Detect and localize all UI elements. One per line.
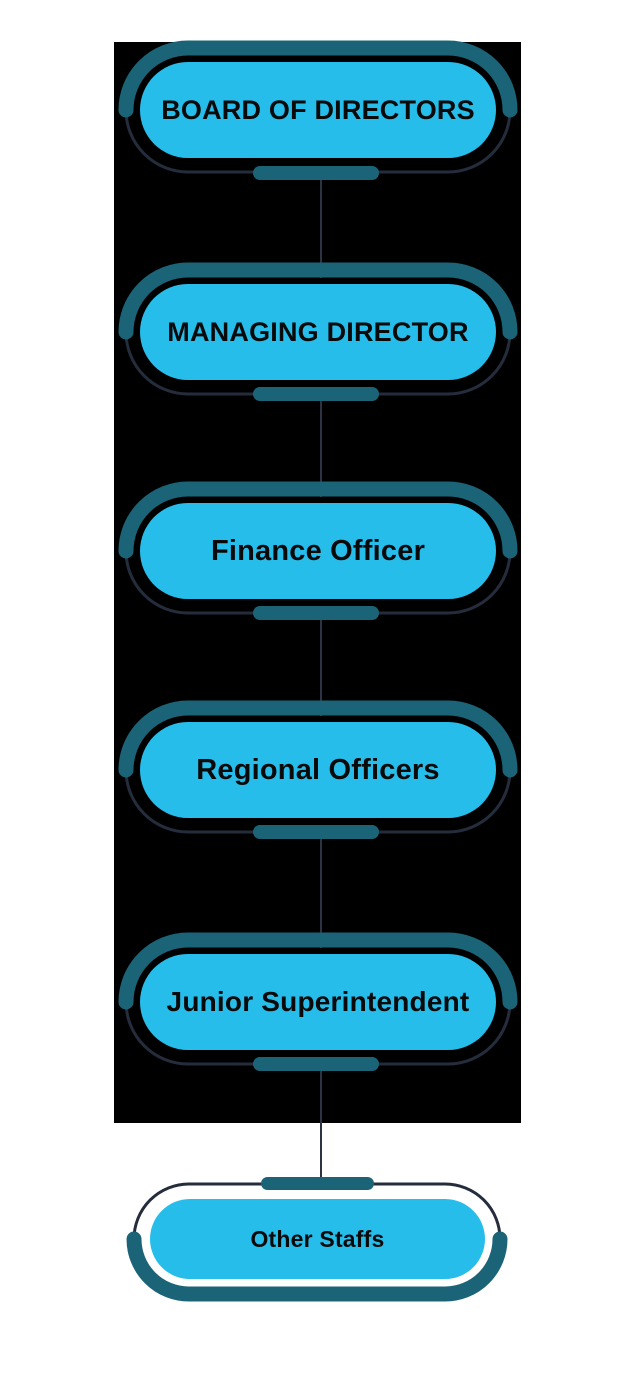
org-node-pill-regional-officers[interactable]: Regional Officers: [140, 722, 496, 818]
org-node-label: Regional Officers: [196, 753, 440, 786]
ring-accent-arc: [118, 262, 518, 340]
org-node-label: Other Staffs: [250, 1225, 385, 1252]
org-node-label: Finance Officer: [210, 534, 426, 567]
connector-line: [320, 393, 322, 497]
connector-line: [320, 172, 322, 278]
org-node-pill-finance-officer[interactable]: Finance Officer: [140, 503, 496, 599]
org-node-pill-other-staffs[interactable]: Other Staffs: [150, 1199, 485, 1279]
connector-tab-managing-director: [253, 387, 379, 401]
ring-accent-arc: [118, 481, 518, 559]
ring-accent-arc: [118, 932, 518, 1010]
org-node-pill-board-of-directors[interactable]: BOARD OF DIRECTORS: [140, 62, 496, 158]
org-node-label: Junior Superintendent: [166, 986, 470, 1017]
connector-tab-regional-officers: [253, 825, 379, 839]
connector-line: [320, 1063, 322, 1183]
ring-accent-arc: [118, 40, 518, 118]
connector-tab-other-staffs: [261, 1177, 374, 1190]
connector-tab-junior-superintendent: [253, 1057, 379, 1071]
connector-tab-board-of-directors: [253, 166, 379, 180]
connector-line: [320, 612, 322, 716]
org-node-pill-managing-director[interactable]: MANAGING DIRECTOR: [140, 284, 496, 380]
connector-tab-finance-officer: [253, 606, 379, 620]
ring-accent-arc: [126, 1231, 508, 1302]
org-node-label: BOARD OF DIRECTORS: [161, 94, 475, 125]
ring-accent-arc: [118, 700, 518, 778]
connector-line: [320, 831, 322, 948]
org-node-label: MANAGING DIRECTOR: [167, 316, 469, 347]
org-node-pill-junior-superintendent[interactable]: Junior Superintendent: [140, 954, 496, 1050]
